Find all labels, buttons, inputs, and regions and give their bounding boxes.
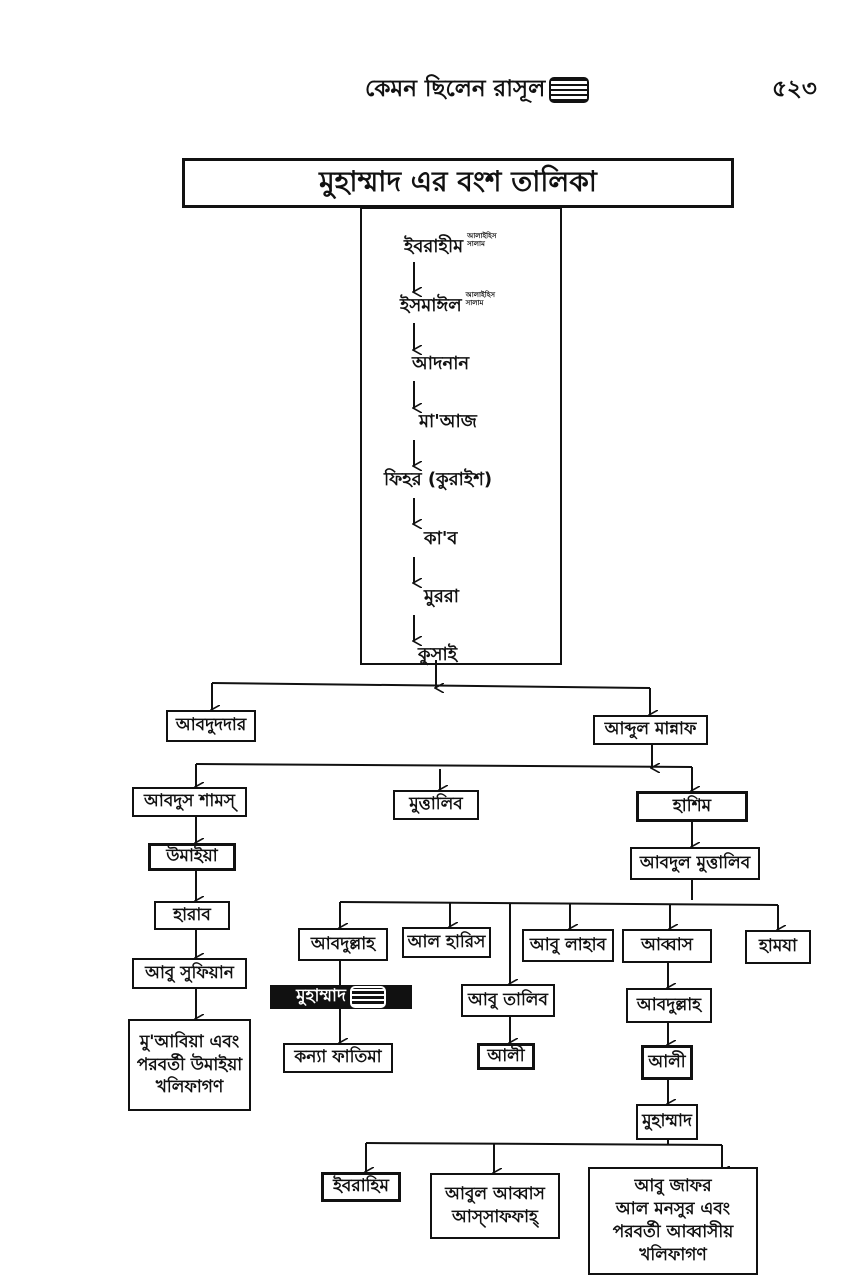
node-abu-sufyan: আবু সুফিয়ান — [132, 958, 247, 989]
running-header: কেমন ছিলেন রাসূল — [365, 70, 590, 109]
node-ibrahim-imam: ইবরাহিম — [321, 1172, 401, 1202]
node-muhammad-saw: মুহাম্মাদ — [270, 985, 412, 1009]
chain-kusai: কুসাই — [418, 644, 458, 665]
node-muttalib: মুত্তালিব — [393, 790, 479, 820]
node-abdullah-ibn-abbas: আবদুল্লাহ — [626, 988, 712, 1023]
node-abdullah: আবদুল্লাহ — [298, 928, 388, 961]
node-abu-jafar-mansur: আবু জাফর আল মনসুর এবং পরবর্তী আব্বাসীয় … — [588, 1167, 758, 1275]
tree-title: মুহাম্মাদ এর বংশ তালিকা — [182, 158, 734, 208]
node-muhammad-ibn-ali: মুহাম্মাদ — [636, 1104, 698, 1140]
chain-murra: মুররা — [424, 586, 460, 607]
node-umayya: উমাইয়া — [148, 843, 236, 871]
node-harb: হারাব — [154, 901, 230, 930]
node-abul-abbas-saffah: আবুল আব্বাস আস্‌সাফফাহ্ — [430, 1173, 560, 1239]
node-muawiya: মু'আবিয়া এবং পরবর্তী উমাইয়া খলিফাগণ — [128, 1019, 251, 1111]
node-ali: আলী — [477, 1043, 535, 1070]
salutation-seal-icon — [349, 986, 386, 1008]
node-abbas: আব্বাস — [622, 929, 712, 963]
chain-maad: মা'আজ — [419, 411, 477, 432]
ancestor-chain-box — [360, 207, 562, 665]
node-al-harith: আল হারিস — [402, 927, 491, 958]
node-abdud-dar: আবদুদদার — [166, 710, 256, 742]
page-number: ৫২৩ — [772, 76, 817, 102]
node-abd-manaf: আব্দুল মান্নাফ — [593, 715, 708, 745]
chain-kab: কা'ব — [424, 528, 458, 549]
chain-adnan: আদনান — [412, 353, 470, 374]
node-ali-ibn-abdullah: আলী — [641, 1045, 693, 1080]
node-abd-shams: আবদুস শামস্ — [132, 787, 247, 817]
node-abu-talib: আবু তালিব — [461, 984, 555, 1017]
salutation-seal-icon — [549, 76, 590, 103]
node-hamza: হামযা — [745, 930, 811, 964]
node-abu-lahab: আবু লাহাব — [522, 929, 614, 962]
node-hashim: হাশিম — [636, 791, 748, 822]
node-abd-al-muttalib: আবদুল মুত্তালিব — [630, 847, 760, 880]
chain-fihr: ফিহর (কুরাইশ) — [384, 469, 493, 490]
node-fatima: কন্যা ফাতিমা — [283, 1043, 393, 1073]
